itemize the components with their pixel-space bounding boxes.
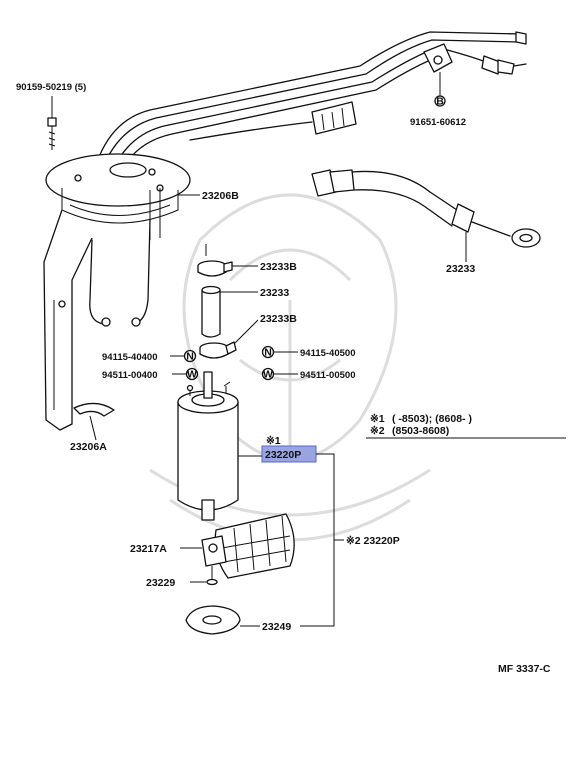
label-washer-right: 94511-00500 (300, 370, 355, 381)
label-pump-part: 23220P (265, 449, 301, 461)
label-filter-bracket: 23217A (130, 543, 167, 555)
notes-block: ※1 ( -8503); (8608- ) ※2 (8503-8608) (366, 413, 566, 439)
hanger-arm (43, 188, 161, 431)
label-pump-mark: ※1 (266, 435, 281, 447)
diagram-code: MF 3337-C (498, 663, 551, 675)
note2-text: (8503-8608) (392, 425, 449, 437)
label-hose-clamp-lower: 23233B (260, 313, 297, 325)
wire-connector (189, 101, 357, 141)
label-cushion: 23249 (262, 621, 291, 633)
label-lower-bracket: 23206A (70, 441, 107, 453)
small-washer (206, 578, 218, 586)
hose-clamp-lower (199, 341, 237, 359)
filter-bracket (201, 535, 227, 567)
w-mark-left-icon: W (185, 367, 199, 381)
gauge-plate (45, 153, 191, 224)
b-mark-text: B (436, 96, 444, 108)
label-bracket-bolt: 91651-60612 (410, 117, 466, 128)
n-mark-left-icon: N (183, 349, 197, 363)
label-wire-harness-hose: 23233 (446, 263, 475, 275)
w-mark-right-text: W (263, 369, 273, 381)
pipe-bracket (423, 43, 453, 96)
label-washer-small: 23229 (146, 577, 175, 589)
pump-filter (214, 513, 295, 579)
fuel-pump (177, 371, 239, 521)
lower-bracket (73, 402, 115, 417)
label-hanger-bracket: 23206B (202, 190, 239, 202)
note1-mark: ※1 (370, 413, 385, 425)
label-washer-left: 94511-00400 (102, 370, 157, 381)
w-mark-left-text: W (187, 369, 197, 381)
label-hose: 23233 (260, 287, 289, 299)
b-mark-icon: B (434, 95, 446, 108)
n-mark-left-text: N (186, 351, 194, 363)
pump-cushion (185, 605, 241, 635)
note1-text: ( -8503); (8608- ) (392, 413, 472, 425)
fuel-pipes (94, 31, 527, 175)
label-bolt-top: 90159-50219 (5) (16, 82, 86, 93)
label-nut-right: 94115-40500 (300, 348, 355, 359)
n-mark-right-icon: N (261, 345, 275, 359)
label-pump-part-2: ※2 23220P (346, 535, 400, 547)
label-nut-left: 94115-40400 (102, 352, 157, 363)
note2-mark: ※2 (370, 425, 385, 437)
hose-clamp-upper (197, 260, 233, 277)
wire-harness-hose (311, 169, 541, 248)
w-mark-right-icon: W (261, 367, 275, 381)
top-bolt (47, 96, 57, 150)
fuel-hose (201, 285, 221, 338)
n-mark-right-text: N (264, 347, 272, 359)
label-hose-clamp-upper: 23233B (260, 261, 297, 273)
